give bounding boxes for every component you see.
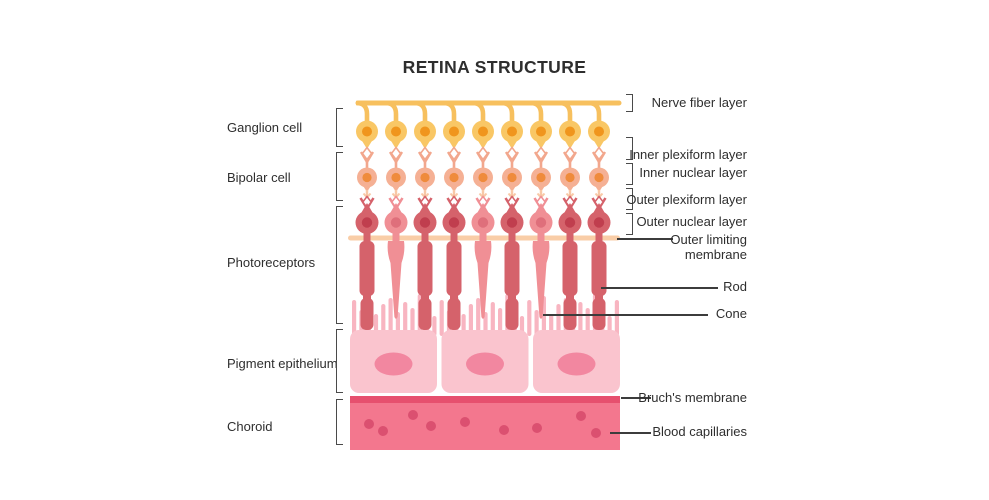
- blood-capillary-dot: [532, 423, 542, 433]
- bracket-ganglion-cell: [336, 108, 343, 147]
- label-outer-nuclear-layer: Outer nuclear layer: [636, 214, 747, 229]
- blood-capillary-dot: [499, 425, 509, 435]
- blood-capillary-dot: [426, 421, 436, 431]
- blood-capillary-dot: [408, 410, 418, 420]
- bracket-bipolar-cell: [336, 152, 343, 201]
- label-nerve-fiber-layer: Nerve fiber layer: [651, 95, 747, 110]
- leader-line-bruchs-membrane: [621, 397, 651, 399]
- leader-line-rod: [601, 287, 718, 289]
- neuron-columns: [355, 120, 611, 330]
- label-pigment-epithelium: Pigment epithelium: [227, 356, 338, 371]
- bracket-inner-nuclear-layer: [626, 163, 633, 185]
- bracket-outer-nuclear-layer: [626, 213, 633, 235]
- label-outer-plexiform-layer: Outer plexiform layer: [626, 192, 747, 207]
- label-choroid: Choroid: [227, 419, 273, 434]
- label-cone: Cone: [715, 306, 747, 321]
- bracket-choroid: [336, 399, 343, 445]
- label-inner-nuclear-layer: Inner nuclear layer: [639, 165, 747, 180]
- nerve-fiber-layer: [355, 100, 622, 122]
- bracket-outer-plexiform-layer: [626, 188, 633, 210]
- bracket-nerve-fiber-layer: [626, 94, 633, 112]
- label-bipolar-cell: Bipolar cell: [227, 170, 291, 185]
- label-blood-capillaries: Blood capillaries: [652, 424, 747, 439]
- bracket-pigment-epithelium: [336, 329, 343, 393]
- label-ganglion-cell: Ganglion cell: [227, 120, 303, 135]
- blood-capillary-dot: [364, 419, 374, 429]
- label-photoreceptors: Photoreceptors: [227, 255, 316, 270]
- page-title: RETINA STRUCTURE: [402, 57, 587, 77]
- choroid-band: [350, 403, 620, 450]
- blood-capillary-dot: [591, 428, 601, 438]
- label-bruchs-membrane: Bruch's membrane: [638, 390, 747, 405]
- label-inner-plexiform-layer: Inner plexiform layer: [629, 147, 747, 162]
- pigment-epithelium: [350, 330, 620, 393]
- leader-line-outer-limiting-membrane: [617, 238, 673, 240]
- leader-line-blood-capillaries: [610, 432, 651, 434]
- bruchs-membrane-band: [350, 396, 620, 403]
- leader-line-cone: [543, 314, 708, 316]
- label-outer-limiting-membrane: Outer limiting membrane: [670, 232, 747, 262]
- blood-capillary-dot: [378, 426, 388, 436]
- label-rod: Rod: [723, 279, 747, 294]
- bracket-inner-plexiform-layer: [626, 137, 633, 160]
- blood-capillary-dot: [460, 417, 470, 427]
- blood-capillary-dot: [576, 411, 586, 421]
- bracket-photoreceptors: [336, 206, 343, 324]
